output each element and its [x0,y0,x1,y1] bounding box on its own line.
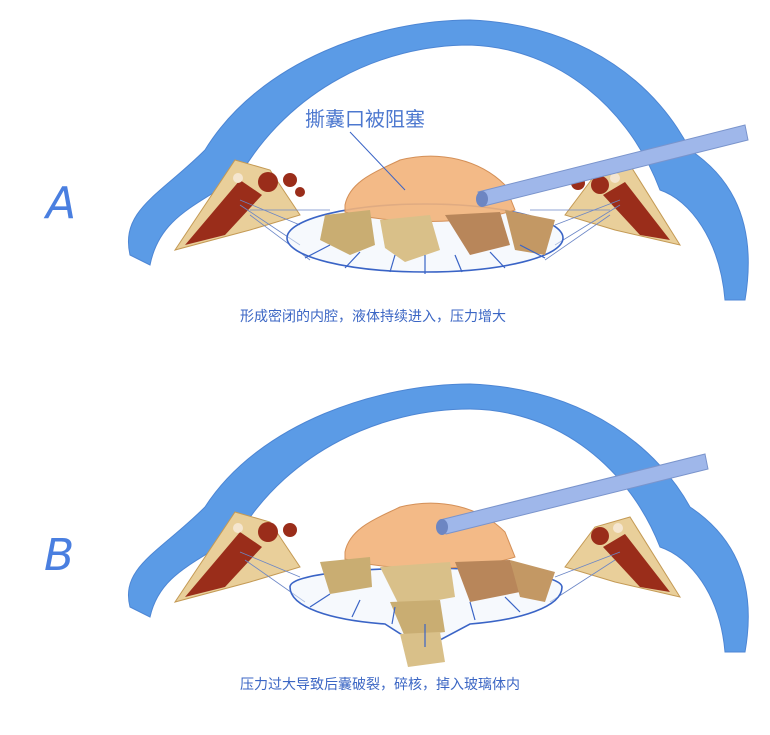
panel-letter-b: B [44,530,74,581]
fragment-falling-b [400,632,445,667]
eye-diagram-a [0,0,770,345]
panel-a: A 撕囊口被阻塞 形成密闭的内腔，液体持续进入，压力增大 [0,0,770,345]
panel-letter-a: A [46,178,76,229]
callout-label-a: 撕囊口被阻塞 [305,103,425,132]
panel-b: B 压力过大导致后囊破裂，碎核，掉入玻璃体内 [0,362,770,735]
caption-b: 压力过大导致后囊破裂，碎核，掉入玻璃体内 [240,674,520,694]
caption-a: 形成密闭的内腔，液体持续进入，压力增大 [240,306,506,326]
